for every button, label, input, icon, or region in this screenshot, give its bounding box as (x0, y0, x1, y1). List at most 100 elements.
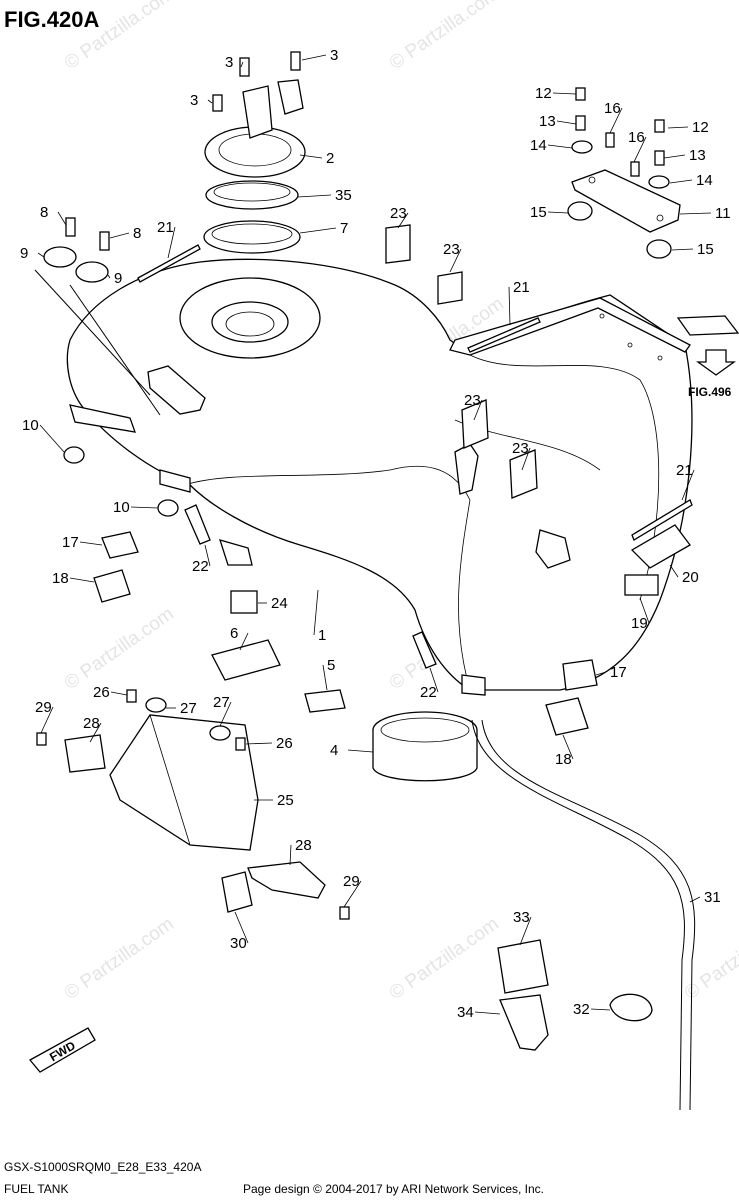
callout-22: 22 (420, 684, 437, 701)
copyright: Page design © 2004-2017 by ARI Network S… (243, 1182, 544, 1196)
callout-28: 28 (83, 715, 100, 732)
callout-leader (289, 844, 292, 866)
callout-leader (667, 126, 689, 129)
callout-26: 26 (276, 735, 293, 752)
callout-leader (562, 734, 574, 760)
callout-leader (301, 54, 327, 61)
callout-13: 13 (539, 113, 556, 130)
watermark: © Partzilla.com (386, 0, 503, 74)
callout-leader (639, 597, 650, 624)
callout-leader (689, 896, 701, 903)
callout-23: 23 (512, 440, 529, 457)
callout-21: 21 (157, 219, 174, 236)
callout-leader (207, 99, 213, 104)
callout-9: 9 (20, 245, 28, 262)
label-plate (676, 315, 739, 336)
callout-leader (37, 252, 45, 258)
callout-9: 9 (114, 270, 122, 287)
seat-rail-bracket (567, 87, 681, 259)
callout-leader (590, 1008, 611, 1011)
figure-title: FIG.420A (4, 7, 99, 32)
callout-leader (39, 424, 65, 453)
part-4 (372, 711, 478, 782)
callout-leader (79, 541, 103, 546)
callout-leader (521, 447, 531, 471)
callout-leader (671, 248, 694, 251)
callout-leader (663, 154, 686, 159)
callout-leader (69, 577, 95, 583)
callout-leader (57, 211, 67, 226)
fuel-cap-assembly (203, 51, 306, 254)
callout-29: 29 (343, 873, 360, 890)
callout-leader (347, 749, 374, 753)
callout-15: 15 (697, 241, 714, 258)
callout-34: 34 (457, 1004, 474, 1021)
callout-13: 13 (689, 147, 706, 164)
callout-leader (109, 232, 130, 239)
callout-21: 21 (513, 279, 530, 296)
callout-3: 3 (190, 92, 198, 109)
figure-reference: FIG.496 (688, 385, 732, 399)
callout-22: 22 (192, 558, 209, 575)
callout-leader (89, 722, 102, 743)
callout-24: 24 (271, 595, 288, 612)
callout-8: 8 (133, 225, 141, 242)
callout-leader (556, 120, 577, 125)
callout-8: 8 (40, 204, 48, 221)
callout-leader (234, 911, 249, 944)
callout-12: 12 (535, 85, 552, 102)
callout-leader (474, 1011, 501, 1015)
callout-leader (107, 274, 111, 279)
callout-leader (429, 667, 439, 693)
callout-leader (679, 212, 712, 215)
callout-29: 29 (35, 699, 52, 716)
part-18 (545, 697, 589, 736)
strip-22 (184, 504, 211, 545)
part-6 (211, 639, 281, 681)
strip-21 (631, 499, 693, 541)
callout-31: 31 (704, 889, 721, 906)
callout-leader (473, 399, 483, 421)
callout-18: 18 (52, 570, 69, 587)
callout-10: 10 (113, 499, 130, 516)
section-name: FUEL TANK (4, 1182, 68, 1196)
callout-3: 3 (330, 47, 338, 64)
callout-27: 27 (180, 700, 197, 717)
callout-30: 30 (230, 935, 247, 952)
callout-21: 21 (676, 462, 693, 479)
callout-27: 27 (213, 694, 230, 711)
watermark: © Partzilla.com (61, 913, 178, 1004)
strip-21 (467, 317, 541, 353)
callout-16: 16 (628, 129, 645, 146)
callout-leader (681, 469, 695, 501)
callout-leader (322, 664, 328, 691)
callout-leader (547, 144, 573, 149)
callout-1: 1 (318, 627, 326, 644)
callout-18: 18 (555, 751, 572, 768)
part-17 (562, 659, 598, 691)
hose-31 (471, 719, 685, 1111)
callout-35: 35 (335, 187, 352, 204)
callout-23: 23 (464, 392, 481, 409)
callout-leader (130, 506, 159, 509)
callout-23: 23 (390, 205, 407, 222)
callout-leader (204, 544, 211, 567)
bracket-34 (499, 994, 549, 1051)
part-19 (624, 574, 659, 596)
callout-leader (110, 691, 128, 696)
callout-7: 7 (340, 220, 348, 237)
callout-17: 17 (610, 664, 627, 681)
callout-leader (219, 701, 232, 727)
callout-19: 19 (631, 615, 648, 632)
callout-leader (167, 226, 176, 259)
callout-12: 12 (692, 119, 709, 136)
tank-mount-hardware (34, 217, 191, 517)
callout-16: 16 (604, 100, 621, 117)
callout-14: 14 (696, 172, 713, 189)
strip-22 (412, 631, 437, 669)
callout-2: 2 (326, 150, 334, 167)
callout-leader (299, 154, 323, 159)
callout-leader (245, 742, 273, 745)
callout-leader (239, 632, 249, 651)
